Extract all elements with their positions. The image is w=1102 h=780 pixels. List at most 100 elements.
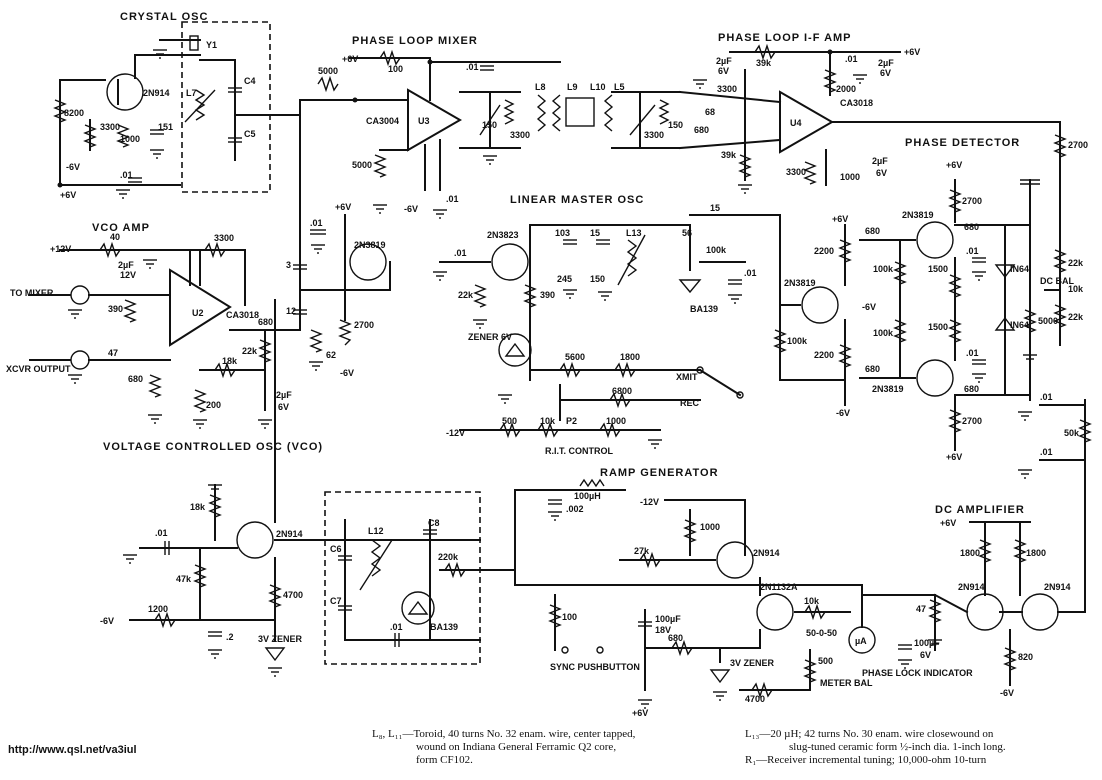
label-ba139b: BA139 [430, 622, 458, 632]
label-r500b: 500 [818, 656, 833, 666]
label-c01-xo: .01 [120, 170, 133, 180]
vco-amp-block [29, 241, 301, 429]
label-c01-if: .01 [845, 54, 858, 64]
label-r2200b: 2200 [814, 350, 834, 360]
label-r10k-rg: 10k [804, 596, 820, 606]
section-ramp-generator: RAMP GENERATOR [600, 467, 719, 479]
label-c680b: 680 [258, 317, 273, 327]
label-p6v-xo: +6V [60, 190, 76, 200]
label-c01-pd: .01 [966, 246, 979, 256]
label-r500: 500 [502, 416, 517, 426]
section-vco: VOLTAGE CONTROLLED OSC (VCO) [103, 441, 323, 453]
label-m6v-xo: -6V [66, 162, 80, 172]
label-r100k-b: 100k [873, 264, 894, 274]
coil-notes-left: L₈, L₁₁—Toroid, 40 turns No. 32 enam. wi… [372, 728, 635, 767]
label-v6-a: 6V [718, 66, 729, 76]
label-r100k-a: 100k [787, 336, 808, 346]
label-r2700d: 2700 [962, 416, 982, 426]
label-p6v-b: +6V [335, 202, 351, 212]
label-c15a: 15 [590, 228, 600, 238]
label-m12v-rg: -12V [640, 497, 659, 507]
label-l13: L13 [626, 228, 642, 238]
label-r820: 820 [1018, 652, 1033, 662]
dc-amplifier-block [861, 521, 1086, 686]
chip-u2 [169, 268, 232, 347]
chip-u3 [407, 88, 463, 152]
label-v6-b: 6V [880, 68, 891, 78]
label-r2700a: 2700 [1068, 140, 1088, 150]
section-dc-amplifier: DC AMPLIFIER [935, 504, 1025, 516]
label-l8: L8 [535, 82, 546, 92]
label-r50k: 50k [1064, 428, 1080, 438]
label-r27k: 27k [634, 546, 650, 556]
label-u3-type: CA3004 [366, 116, 399, 126]
section-crystal-osc: CRYSTAL OSC [120, 11, 208, 23]
label-r3300d: 3300 [717, 84, 737, 94]
label-r1200: 1200 [148, 604, 168, 614]
label-p6v-if: +6V [904, 47, 920, 57]
label-rec: REC [680, 398, 700, 408]
label-c56: 56 [682, 228, 692, 238]
label-c680f: 680 [964, 384, 979, 394]
label-ba139a: BA139 [690, 304, 718, 314]
mixer-block [299, 49, 681, 331]
label-c15b: 15 [710, 203, 720, 213]
label-c4: C4 [244, 76, 256, 86]
label-c01-pd4: .01 [1040, 447, 1053, 457]
label-u1: CA3018 [226, 310, 259, 320]
label-r4700a: 4700 [283, 590, 303, 600]
label-c2uf-e: 2µF [276, 390, 292, 400]
label-r47k-a: 47k [176, 574, 192, 584]
note-right-line-2: slug-tuned ceramic form ½-inch dia. 1-in… [789, 741, 1006, 753]
section-vco-amp: VCO AMP [92, 222, 150, 234]
label-c2: .2 [226, 632, 234, 642]
label-r100b: 100 [562, 612, 577, 622]
label-r3300a: 3300 [100, 122, 120, 132]
coil-notes-right: L₁₃—20 µH; 42 turns No. 30 enam. wire cl… [745, 728, 1006, 767]
label-r18k-a: 18k [222, 356, 238, 366]
label-r22k-c: 22k [1068, 258, 1084, 268]
label-sync-pushbutton: SYNC PUSHBUTTON [550, 662, 640, 672]
label-r2200a: 2200 [814, 246, 834, 256]
label-c100k: 100k [706, 245, 727, 255]
label-u4-type: CA3018 [840, 98, 873, 108]
label-c2uf-d: 2µF [118, 260, 134, 270]
label-tr-xo: 2N914 [143, 88, 170, 98]
label-r5000c: 5000 [1038, 316, 1058, 326]
label-phase-lock-indicator: PHASE LOCK INDICATOR [862, 668, 973, 678]
label-xcvr-output: XCVR OUTPUT [6, 364, 71, 374]
label-r22k-b: 22k [458, 290, 474, 300]
label-c8: C8 [428, 518, 440, 528]
note-right-line-3: R₁—Receiver incremental tuning; 10,000-o… [745, 754, 987, 766]
label-in64a: IN64 [1010, 264, 1029, 274]
label-c5: C5 [244, 129, 256, 139]
label-u4: U4 [790, 118, 802, 128]
linear-master-osc-block [432, 214, 781, 449]
note-right-line-1: L₁₃—20 µH; 42 turns No. 30 enam. wire cl… [745, 728, 994, 740]
label-l7: L7 [186, 88, 197, 98]
label-c103: 103 [555, 228, 570, 238]
label-p6v-pd2: +6V [832, 214, 848, 224]
label-r2000: 2000 [836, 84, 856, 94]
label-u2: U2 [192, 308, 204, 318]
label-tr-2n914b: 2N914 [276, 529, 303, 539]
label-dc-bal: DC BAL [1040, 276, 1074, 286]
label-c100uh: 100µH [574, 491, 601, 501]
crystal-y1 [189, 35, 199, 51]
label-c2uf-a: 2µF [716, 56, 732, 66]
label-r390b: 390 [540, 290, 555, 300]
if-amp-block [678, 43, 1067, 301]
label-xmit: XMIT [676, 372, 698, 382]
label-tr-2n914c: 2N914 [753, 548, 780, 558]
chip-u4 [779, 90, 835, 154]
label-ua: µA [855, 636, 867, 646]
section-phase-loop-if-amp: PHASE LOOP I-F AMP [718, 32, 852, 44]
label-p6v-pd3: +6V [946, 452, 962, 462]
label-r8200: 8200 [64, 108, 84, 118]
label-r40: 40 [110, 232, 120, 242]
label-m6v-b: -6V [340, 368, 354, 378]
section-phase-loop-mixer: PHASE LOOP MIXER [352, 35, 478, 47]
label-r1800a: 1800 [620, 352, 640, 362]
label-tr-2n3819c: 2N3819 [902, 210, 934, 220]
label-c01-pd3: .01 [1040, 392, 1053, 402]
